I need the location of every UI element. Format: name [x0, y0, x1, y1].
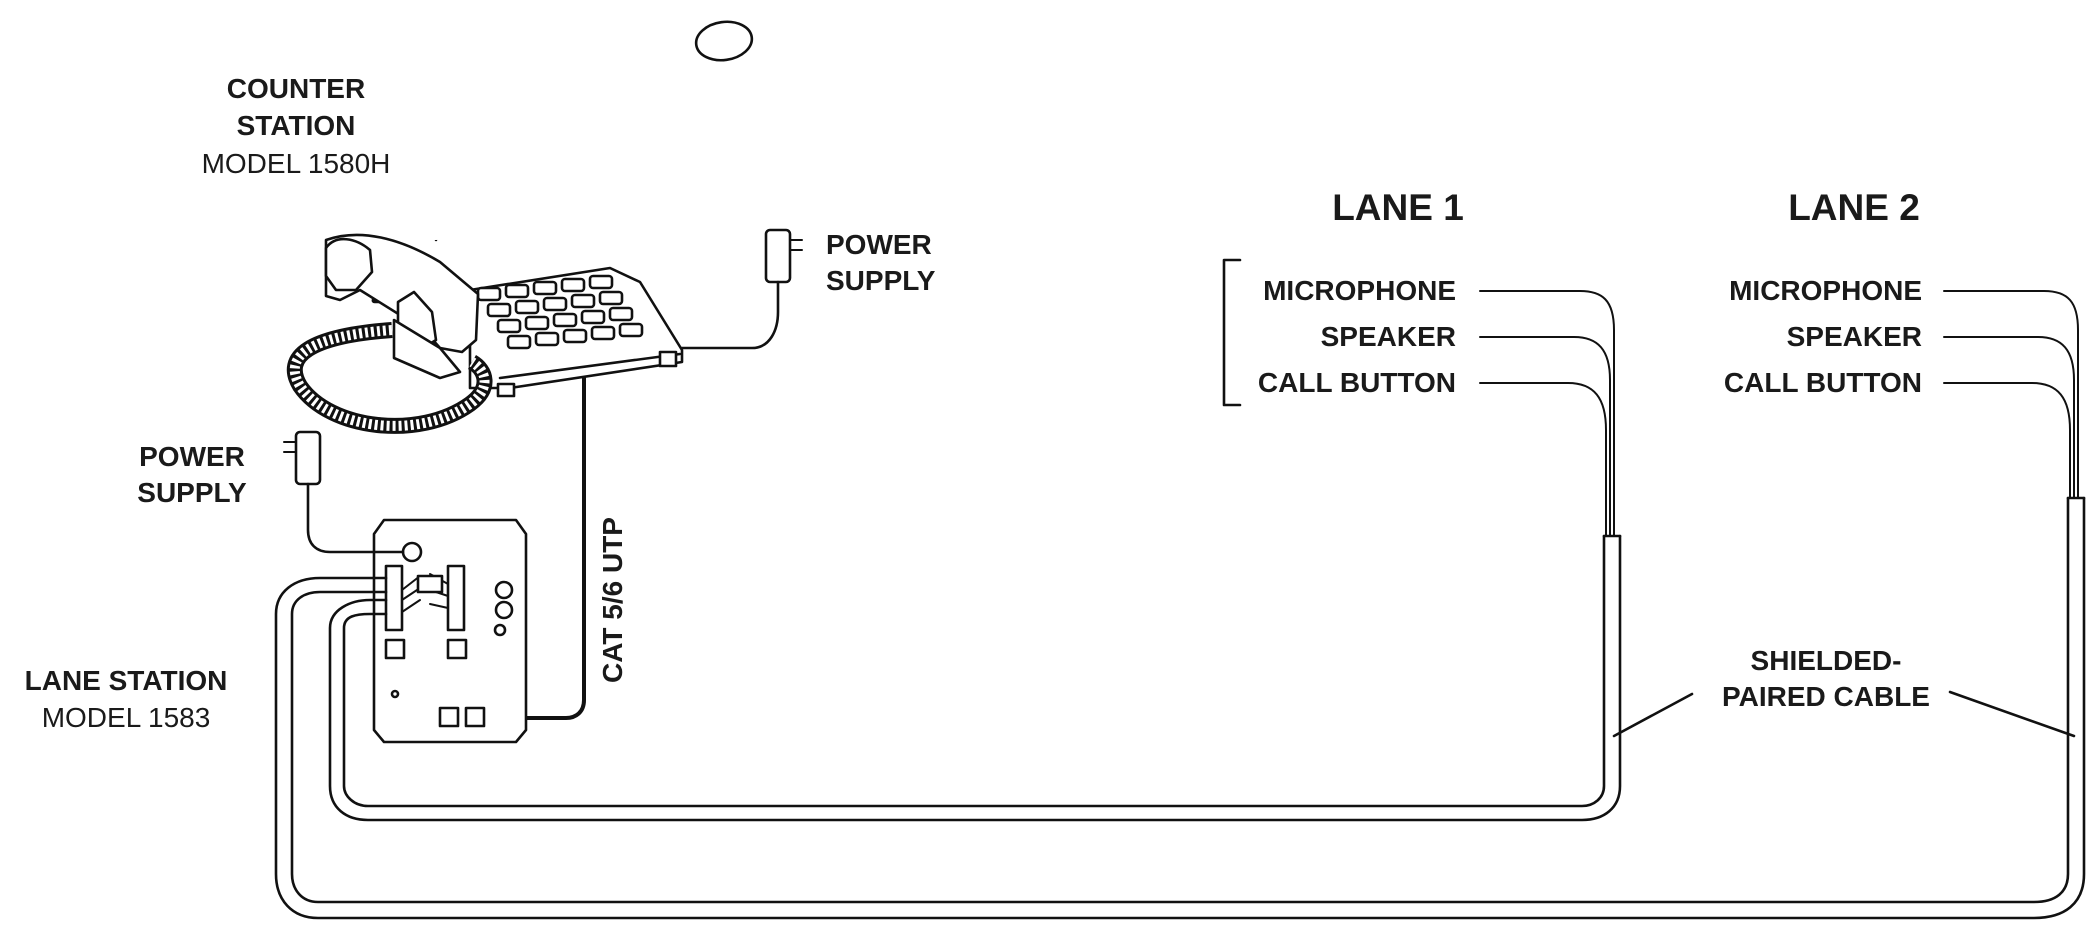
- lane2-cable-inner: [290, 496, 2070, 904]
- keypad-key: [532, 280, 558, 296]
- keypad-key: [514, 299, 540, 315]
- counter-power-label-1: POWER: [826, 229, 932, 260]
- keypad-key: [580, 309, 606, 325]
- keypad-key: [534, 331, 560, 347]
- keypad-key: [496, 318, 522, 334]
- counter-power-supply-icon: [680, 228, 803, 350]
- keypad-key: [588, 274, 614, 290]
- lane-power-label-2: SUPPLY: [137, 477, 247, 508]
- keypad-key: [590, 325, 616, 341]
- lane1-title: LANE 1: [1332, 187, 1464, 228]
- lane1-call-button: CALL BUTTON: [1258, 367, 1456, 398]
- shielded-cable-label-1: SHIELDED-: [1751, 645, 1902, 676]
- lane2-wire-bundle: [1943, 290, 2086, 500]
- lane-power-supply-icon: [283, 430, 405, 554]
- counter-station-title-2: STATION: [237, 110, 356, 141]
- lane1-cable-outer: [328, 534, 1622, 822]
- keypad-key: [608, 306, 634, 322]
- counter-power-label-2: SUPPLY: [826, 265, 936, 296]
- keypad-key: [562, 328, 588, 344]
- lane2-title: LANE 2: [1788, 187, 1920, 228]
- shielded-cable-leader-2: [1948, 690, 2076, 738]
- keypad-key: [598, 290, 624, 306]
- lane1-bracket: [1222, 258, 1242, 407]
- keypad-key: [542, 296, 568, 312]
- keypad-key: [504, 283, 530, 299]
- lane2-cable-outer: [274, 496, 2086, 920]
- keypad-key: [476, 286, 502, 302]
- lane-power-label-1: POWER: [139, 441, 245, 472]
- lane2-speaker: SPEAKER: [1787, 321, 1922, 352]
- cat-cable-label: CAT 5/6 UTP: [597, 517, 628, 683]
- keypad-key: [552, 312, 578, 328]
- keypad-key: [486, 302, 512, 318]
- keypad-key: [570, 293, 596, 309]
- lane1-wire-bundle: [1479, 290, 1622, 538]
- keypad-key: [524, 315, 550, 331]
- shielded-cable-label-2: PAIRED CABLE: [1722, 681, 1930, 712]
- lane-station-device: [372, 518, 528, 744]
- cat-cable: [486, 376, 586, 720]
- counter-station-title-1: COUNTER: [227, 73, 365, 104]
- lane2-microphone: MICROPHONE: [1729, 275, 1922, 306]
- lane1-microphone: MICROPHONE: [1263, 275, 1456, 306]
- counter-station-device: [286, 20, 754, 434]
- lane2-call-button: CALL BUTTON: [1724, 367, 1922, 398]
- shielded-cable-leader-1: [1612, 692, 1694, 738]
- keypad-key: [618, 322, 644, 338]
- lane-station-model: MODEL 1583: [42, 702, 211, 733]
- lane1-cable-inner: [342, 534, 1606, 808]
- keypad-key: [506, 334, 532, 350]
- lane-station-title: LANE STATION: [25, 665, 228, 696]
- counter-station-model: MODEL 1580H: [202, 148, 391, 179]
- lane1-speaker: SPEAKER: [1321, 321, 1456, 352]
- keypad-key: [560, 277, 586, 293]
